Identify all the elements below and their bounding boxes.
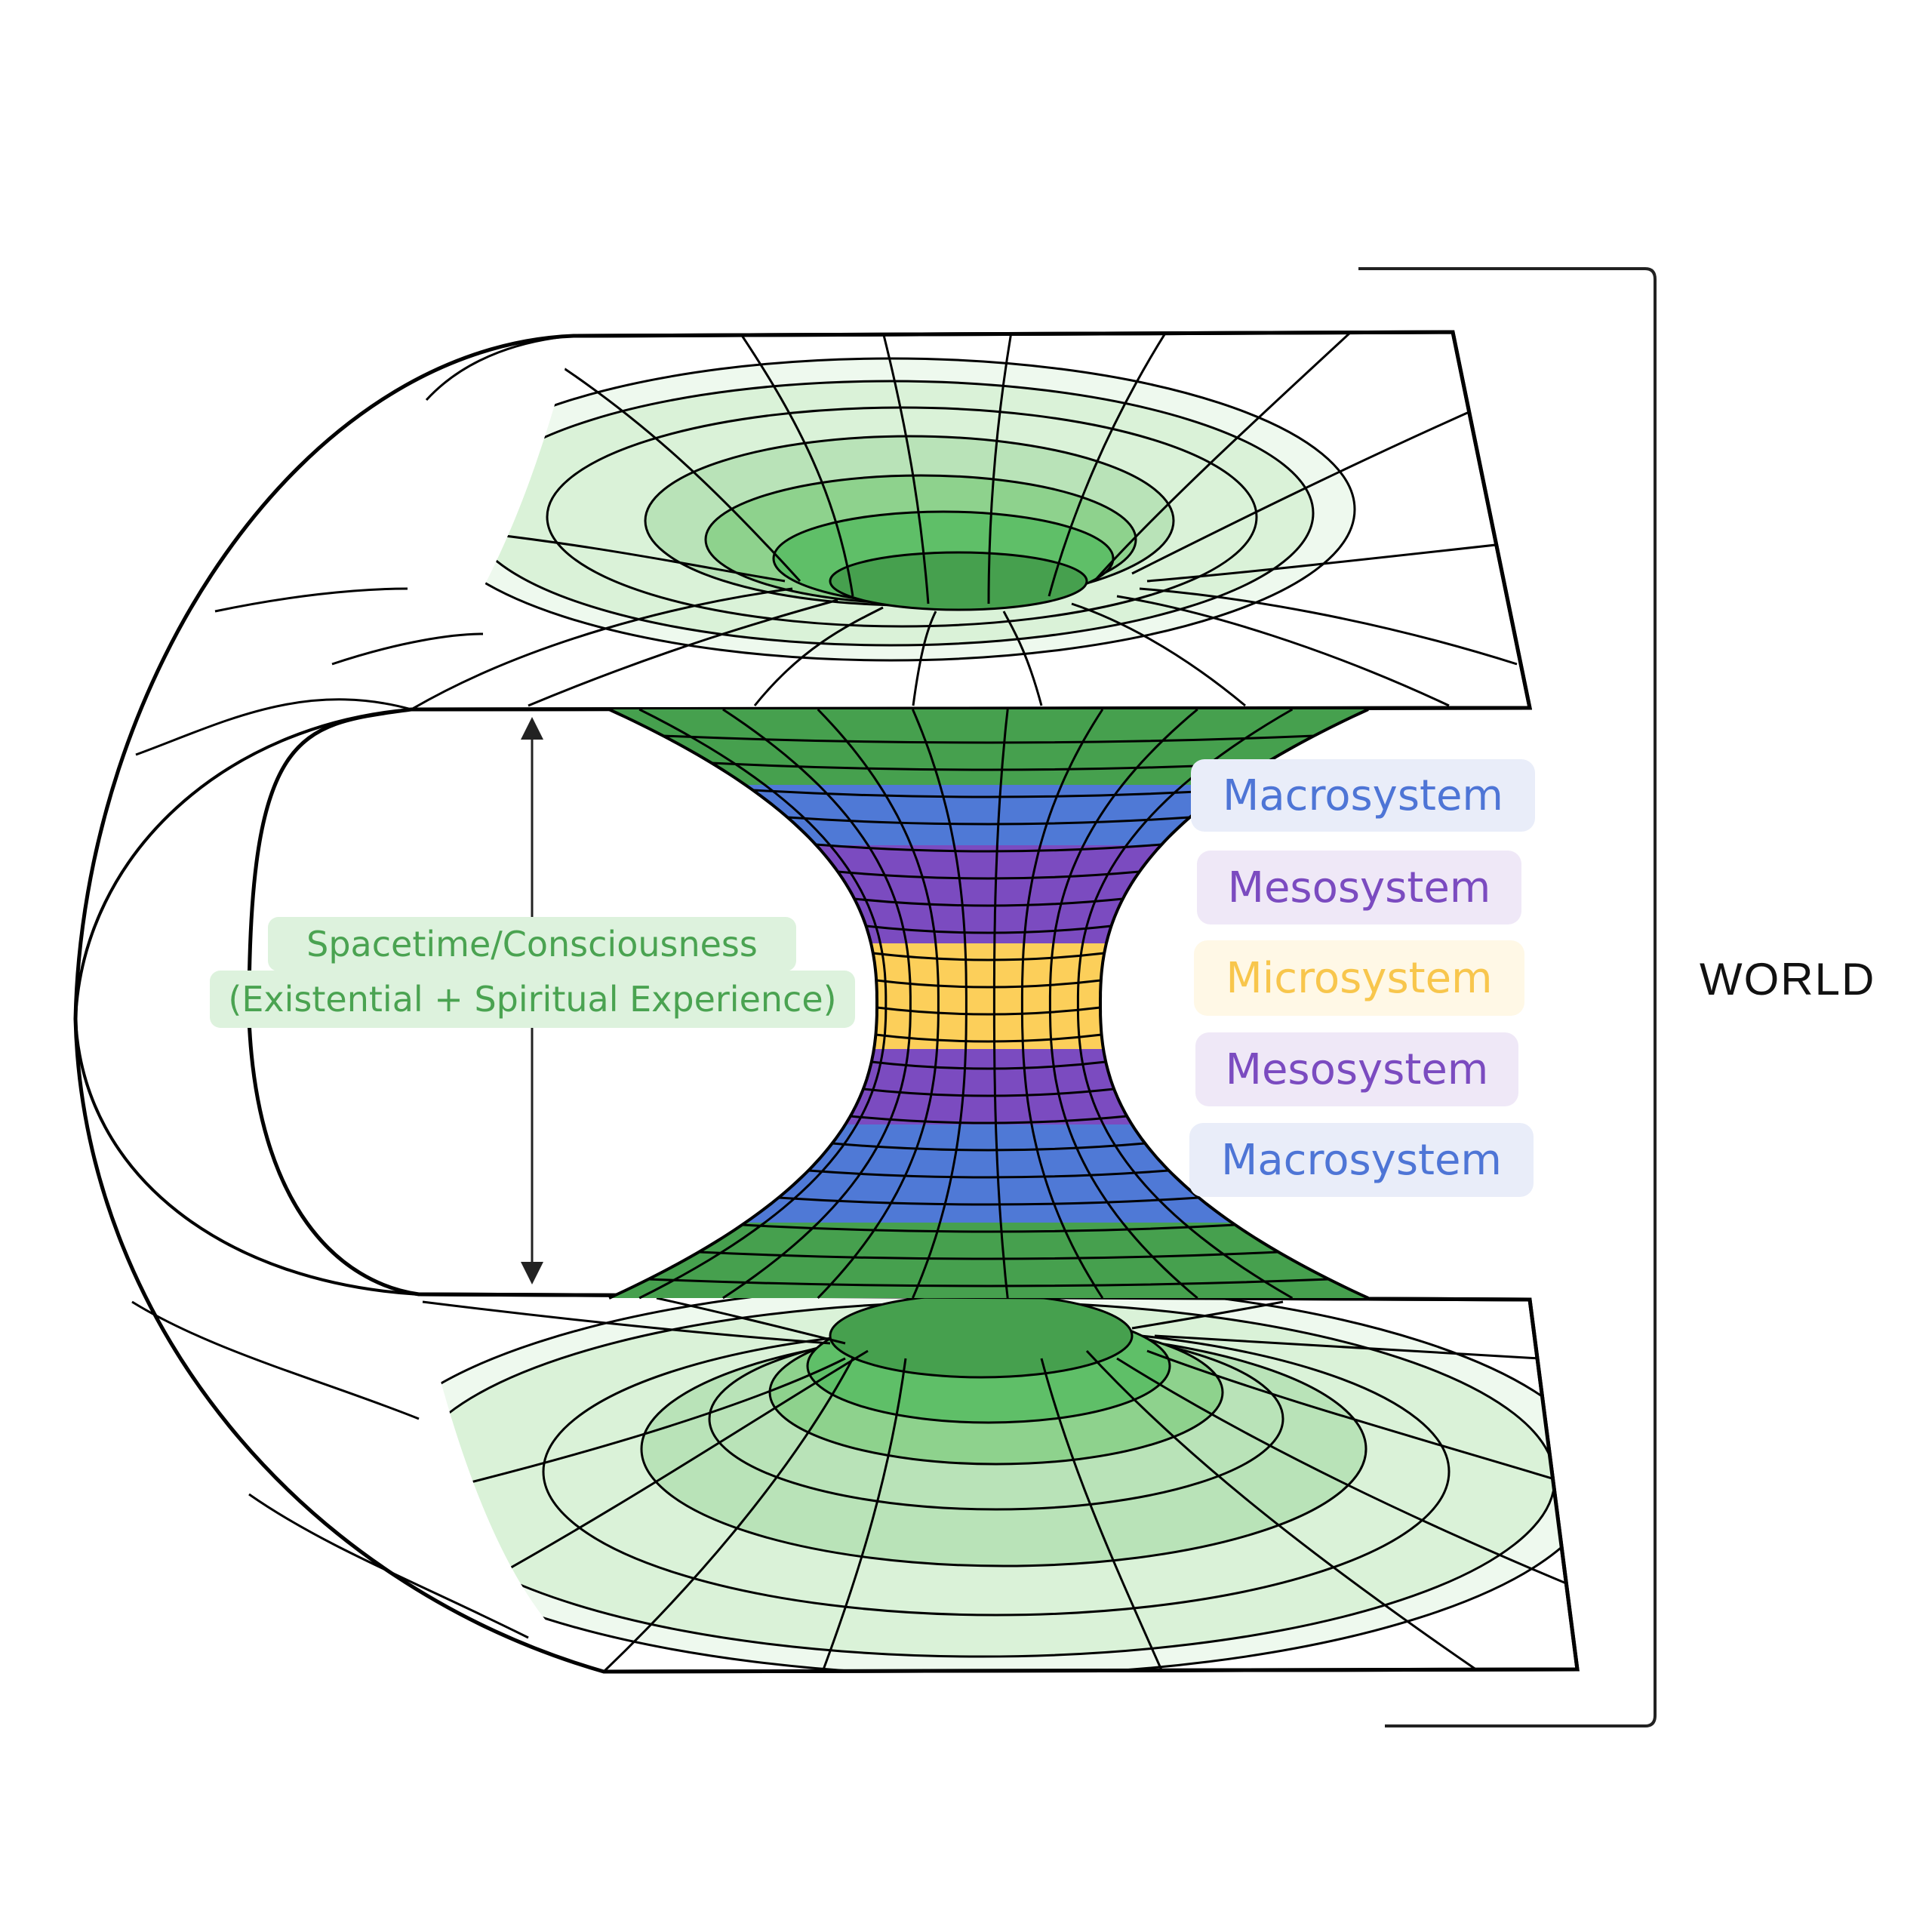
funnel-spoke xyxy=(422,1300,831,1345)
throat-grid-line xyxy=(638,708,888,1300)
throat-grid-ring xyxy=(871,1060,1106,1070)
layer-badge-mesosystem: Mesosystem xyxy=(1195,1032,1518,1106)
throat-mesosystem-band xyxy=(845,1049,1132,1124)
throat-grid-ring xyxy=(876,979,1101,989)
funnel-spoke xyxy=(1048,332,1168,597)
world-label: WORLD xyxy=(1700,954,1876,1004)
throat-mesosystem-band xyxy=(816,845,1161,943)
funnel-spoke xyxy=(1071,602,1246,707)
throat-green-top xyxy=(609,709,1368,762)
throat-grid-line xyxy=(1076,708,1294,1300)
fold-line xyxy=(248,1493,529,1639)
throat-grid-ring xyxy=(863,1088,1115,1097)
funnel-spoke xyxy=(1154,1334,1540,1360)
funnel-spoke xyxy=(411,587,793,709)
funnel-spoke xyxy=(1116,1357,1571,1586)
arrow-head-down xyxy=(521,1262,543,1284)
top-sheet-edge xyxy=(411,330,1533,712)
world-bracket xyxy=(1358,267,1657,1727)
wormhole-throat xyxy=(608,708,1369,1300)
throat-grid-ring xyxy=(711,761,1266,771)
throat-macrosystem-band xyxy=(745,1124,1232,1223)
throat-grid-ring xyxy=(850,1115,1128,1124)
funnel-spoke xyxy=(452,1349,869,1601)
layer-badge-macrosystem: Macrosystem xyxy=(1189,1123,1534,1197)
throat-grid-ring xyxy=(876,1006,1101,1016)
throat-grid-line xyxy=(1048,708,1198,1300)
throat-grid-ring xyxy=(808,1169,1169,1179)
arrow-head-up xyxy=(521,717,543,740)
throat-grid-ring xyxy=(815,843,1162,853)
throat-grid-line xyxy=(912,709,968,1299)
fold-line xyxy=(425,334,574,401)
funnel-spoke xyxy=(656,1297,846,1345)
world-bracket-line xyxy=(1358,267,1657,1727)
throat-grid-ring xyxy=(875,1033,1102,1043)
throat-grid-line xyxy=(992,709,1009,1299)
funnel-spoke xyxy=(1093,332,1352,582)
annotation-line-2: (Existential + Spiritual Experience) xyxy=(210,971,855,1028)
funnel-spoke xyxy=(1002,611,1043,706)
layer-badge-mesosystem: Mesosystem xyxy=(1197,851,1521,924)
funnel-spoke xyxy=(1040,1358,1164,1672)
funnel-spoke xyxy=(602,1358,854,1672)
throat-grid-ring xyxy=(663,734,1315,744)
throat-grid-ring xyxy=(752,789,1225,798)
funnel-spoke xyxy=(912,611,937,706)
throat-grid-ring xyxy=(837,870,1140,880)
funnel-spoke xyxy=(1131,406,1480,575)
funnel-spoke xyxy=(1146,542,1510,583)
funnel-ring xyxy=(829,1294,1134,1379)
layer-badge-microsystem: Microsystem xyxy=(1194,940,1524,1016)
throat-grid-line xyxy=(1020,709,1104,1299)
throat-grid-ring xyxy=(854,897,1124,907)
throat-grid-ring xyxy=(778,1196,1199,1206)
fold-line xyxy=(331,632,484,666)
funnel-spoke xyxy=(1139,587,1518,666)
throat-microsystem-band xyxy=(871,943,1106,1049)
funnel-spoke xyxy=(1116,595,1450,707)
fold-line xyxy=(135,698,412,756)
throat-grid-ring xyxy=(832,1142,1146,1152)
funnel-spoke xyxy=(881,332,930,605)
fold-line xyxy=(131,1300,420,1420)
throat-grid-ring xyxy=(866,924,1112,934)
annotation-line-1: Spacetime/Consciousness xyxy=(268,917,796,971)
funnel-spoke xyxy=(738,332,854,597)
throat-grid-ring xyxy=(872,952,1105,961)
fold-line xyxy=(214,587,408,613)
inner-fold-curve xyxy=(73,708,420,1296)
throat-grid-ring xyxy=(787,816,1190,826)
funnel-spoke xyxy=(1146,1349,1555,1481)
spacetime-sheets xyxy=(73,330,1580,1674)
funnel-spoke xyxy=(821,1358,907,1672)
bottom-funnel xyxy=(419,1294,1577,1672)
funnel-spoke xyxy=(543,353,801,583)
funnel-spoke xyxy=(452,1357,846,1488)
funnel-spoke xyxy=(987,332,1013,605)
funnel-spoke xyxy=(753,606,884,706)
throat-grid-line xyxy=(817,708,940,1300)
funnel-spoke xyxy=(528,598,838,707)
throat-grid-line xyxy=(722,708,912,1300)
funnel-ring xyxy=(829,551,1088,611)
throat-left-edge xyxy=(608,708,878,1300)
funnel-spoke xyxy=(1131,1300,1284,1330)
layer-badge-macrosystem: Macrosystem xyxy=(1191,759,1535,832)
top-funnel xyxy=(411,332,1518,709)
funnel-spoke xyxy=(1085,1349,1480,1672)
